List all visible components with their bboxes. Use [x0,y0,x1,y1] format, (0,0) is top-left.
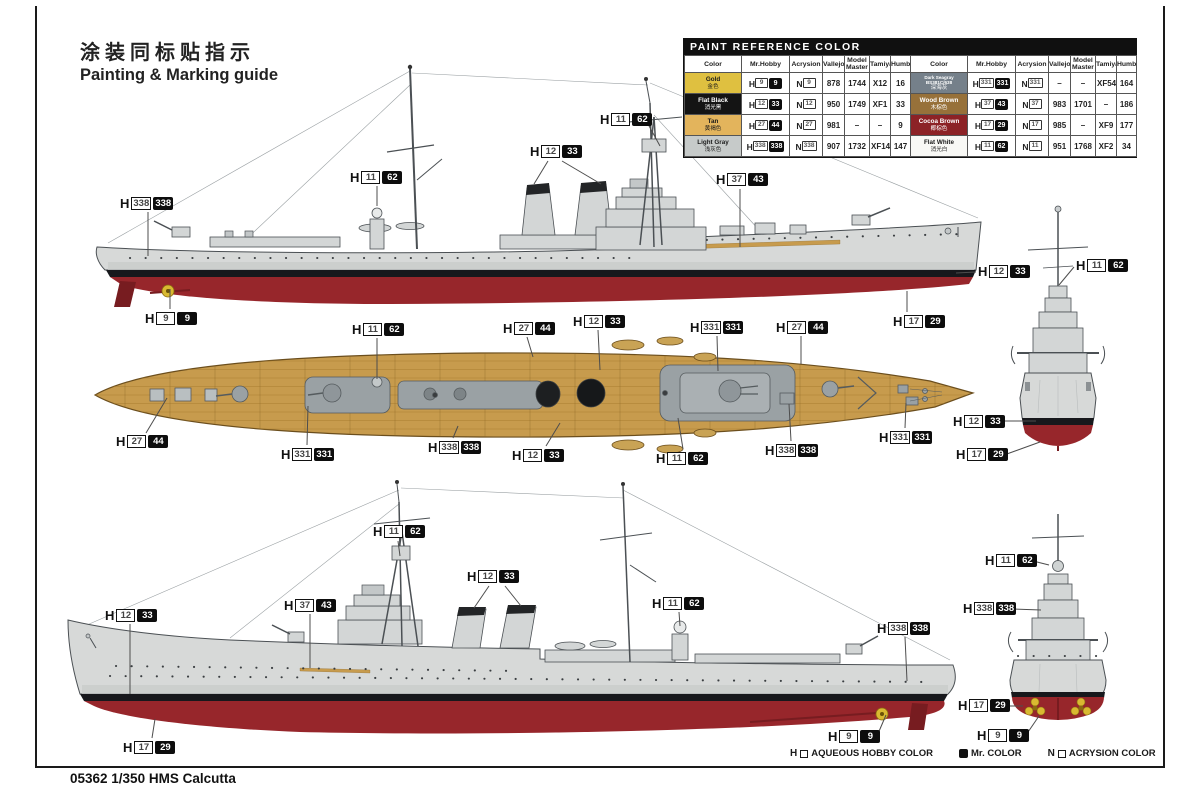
paint-table-cell-model_master: 1701 [1070,93,1096,116]
paint-table-header: Tamiya [869,54,891,74]
paint-table-cell-vallejo: 983 [1048,93,1071,116]
paint-table-header: Acrysion [1015,54,1049,74]
paint-table-header: Vallejo [1048,54,1071,74]
paint-table-header: Mr.Hobby [967,54,1016,74]
page-frame-right [1163,6,1165,768]
paint-table-header: Tamiya [1095,54,1117,74]
paint-table-cell-model_master: 1744 [844,72,870,95]
paint-table-cell-tamiya: X12 [869,72,891,95]
deck-plan-svg [93,336,975,454]
paint-table-cell-tamiya: XF1 [869,93,891,116]
paint-table-cell-vallejo: 985 [1048,114,1071,137]
paint-table-cell-humbrol: 9 [890,114,911,137]
outline-box-marker-icon [800,749,809,758]
paint-table-cell-vallejo: – [1048,72,1071,95]
paint-table-cell-model_master: – [844,114,870,137]
paint-table-cell-model_master: – [1070,114,1096,137]
paint-table-cell-tamiya: XF54 [1095,72,1117,95]
outline-box-marker-icon [1057,749,1066,758]
paint-table-cell-humbrol: 164 [1116,72,1137,95]
title-english: Painting & Marking guide [80,66,279,84]
paint-table-header: Vallejo [822,54,845,74]
paint-table-cell-model_master: 1732 [844,135,870,158]
bow-end-view-svg [1010,205,1106,451]
paint-table-header: Humbrol [890,54,911,74]
paint-table-title: PAINT REFERENCE COLOR [684,39,1136,55]
title-chinese: 涂装同标贴指示 [80,42,255,64]
paint-table-cell-tamiya: XF14 [869,135,891,158]
side-profile-starboard-drawing [60,55,1000,325]
paint-table-cell-vallejo: 878 [822,72,845,95]
page-frame-left [35,6,37,768]
paint-table-cell-tamiya: – [1095,93,1117,116]
paint-table-cell-humbrol: 34 [1116,135,1137,158]
side-profile-port-svg [67,480,956,734]
mr-color-marker-icon [959,749,968,758]
paint-table-cell-vallejo: 951 [1048,135,1071,158]
bow-end-view-drawing [995,198,1125,468]
paint-table-cell-model_master: – [1070,72,1096,95]
paint-table-cell-humbrol: 16 [890,72,911,95]
paint-table-header: Mr.Hobby [741,54,790,74]
paint-table-header: Color [684,54,742,74]
paint-table-cell-humbrol: 147 [890,135,911,158]
paint-table-header: Model Master [844,54,870,74]
paint-table-cell-model_master: 1749 [844,93,870,116]
paint-table-cell-humbrol: 186 [1116,93,1137,116]
paint-table-cell-tamiya: XF9 [1095,114,1117,137]
paint-table-header: Color [910,54,968,74]
legend-item: Mr. COLOR [959,748,1022,759]
paint-table-cell-humbrol: 177 [1116,114,1137,137]
paint-table-cell-model_master: 1768 [1070,135,1096,158]
paint-table-cell-humbrol: 33 [890,93,911,116]
paint-table-cell-tamiya: – [869,114,891,137]
side-profile-starboard-svg [95,64,982,307]
paint-table-cell-vallejo: 981 [822,114,845,137]
paint-table-cell-tamiya: XF2 [1095,135,1117,158]
kit-number: 05362 1/350 HMS Calcutta [70,771,236,786]
footer-rule [36,766,1164,768]
paint-table-header: Model Master [1070,54,1096,74]
paint-table-cell-vallejo: 950 [822,93,845,116]
paint-table-header: Acrysion [789,54,823,74]
stern-end-view-svg [1007,514,1109,720]
page-title: 涂装同标贴指示 Painting & Marking guide [80,36,278,85]
paint-table-header: Humbrol [1116,54,1137,74]
paint-table-cell-vallejo: 907 [822,135,845,158]
deck-plan-drawing [80,325,985,475]
side-profile-port-drawing [50,470,980,770]
stern-end-view-drawing [995,512,1125,762]
